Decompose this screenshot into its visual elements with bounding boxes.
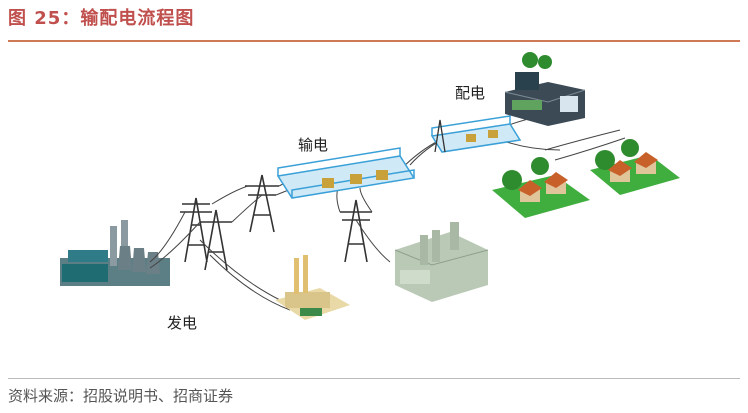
transmission-tower-icon-2 <box>245 174 279 233</box>
power-plant-icon <box>60 220 170 286</box>
residential-houses-icon <box>492 139 680 218</box>
source-divider <box>8 378 740 379</box>
title-divider <box>8 40 740 42</box>
power-lines <box>149 114 626 311</box>
stage-label-generation: 发电 <box>167 314 198 332</box>
transmission-tower-icon <box>180 197 232 271</box>
stage-label-distribution: 配电 <box>455 84 486 102</box>
figure-title: 图 25：输配电流程图 <box>8 8 195 29</box>
source-note: 资料来源：招股说明书、招商证券 <box>8 387 234 405</box>
stage-label-transmission: 输电 <box>298 136 329 154</box>
transmission-substation-icon <box>276 147 416 199</box>
industrial-plant-icon <box>394 222 489 302</box>
distribution-substation-icon <box>430 115 522 153</box>
factory-building-icon <box>504 52 586 126</box>
transmission-tower-icon-3 <box>340 199 372 263</box>
generation-plant-icon <box>275 255 350 320</box>
